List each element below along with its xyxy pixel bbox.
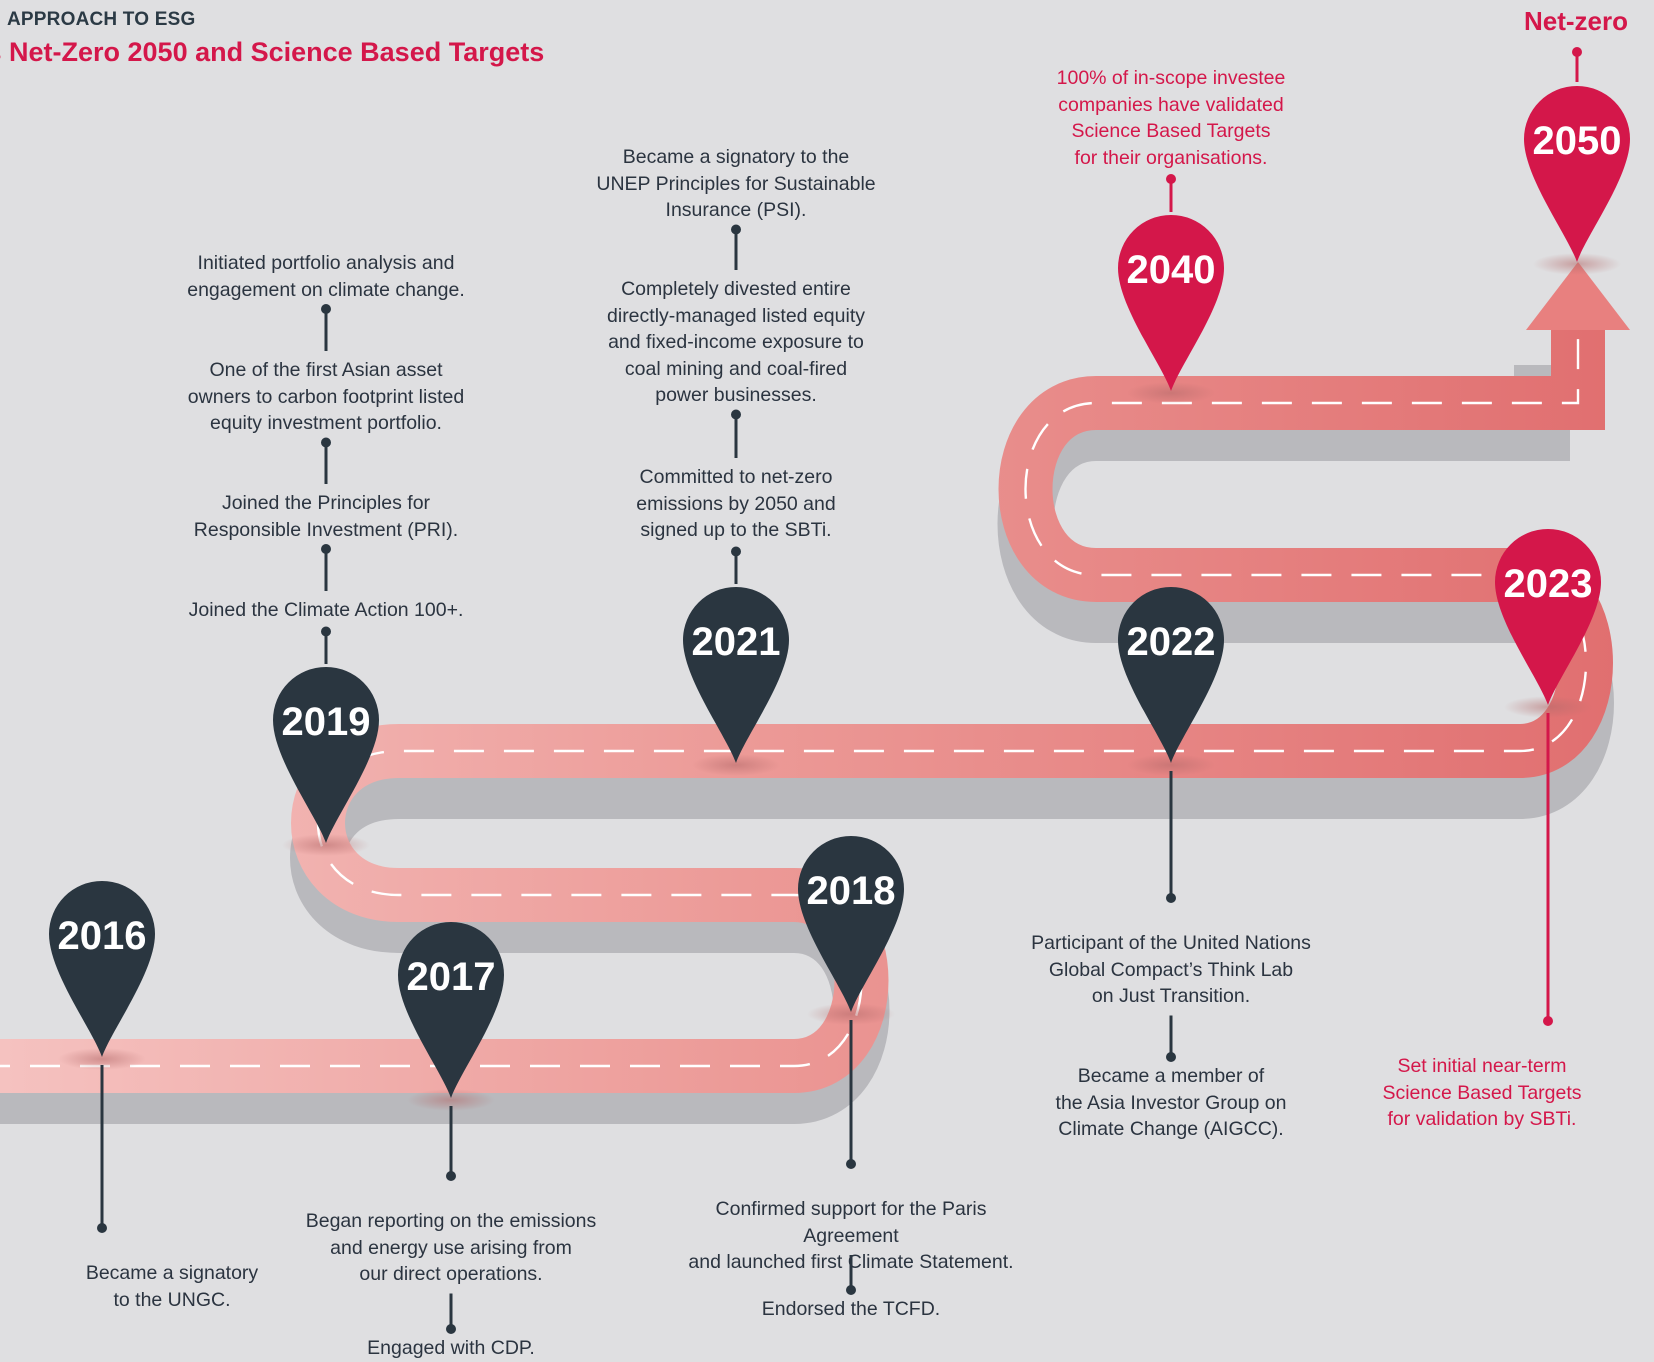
milestone-note-2023: Set initial near-term Science Based Targ… [1382,1055,1582,1130]
pin-2018 [798,836,904,1012]
milestone-note-2017: Began reporting on the emissions and ene… [305,1210,597,1285]
pin-2016 [49,881,155,1057]
milestone-note-2040: 100% of in-scope investee companies have… [1056,67,1286,169]
connector [321,544,331,591]
milestone-note-2021: Committed to net-zero emissions by 2050 … [636,466,836,541]
pin-shadow [58,1048,146,1070]
section-label: APPROACH TO ESG [7,9,196,30]
pin-year-2050: 2050 [1533,119,1622,163]
connector [731,546,741,584]
milestone-note-2019: Joined the Principles for Responsible In… [193,492,459,541]
pin-year-2019: 2019 [282,700,371,744]
milestone-note-2022: Participant of the United Nations Global… [1031,932,1311,1007]
milestone-note-2017: Engaged with CDP. [367,1337,535,1359]
page-title: ’s Net-Zero 2050 and Science Based Targe… [0,37,545,67]
connector [321,437,331,484]
pin-year-2016: 2016 [58,914,147,958]
connector [846,1255,856,1295]
pin-shadow [692,754,780,776]
connector [321,626,331,664]
pin-2022 [1118,587,1224,763]
pin-year-2022: 2022 [1127,620,1216,664]
connector [446,1106,456,1181]
pin-year-2040: 2040 [1127,248,1216,292]
pin-2019 [273,667,379,843]
connector [1572,47,1582,82]
connector [1166,1015,1176,1062]
connector [731,409,741,458]
milestone-note-2019: One of the first Asian asset owners to c… [187,359,465,434]
pin-shadow [282,834,370,856]
pin-2021 [683,587,789,763]
connector [846,1020,856,1169]
pin-year-2023: 2023 [1504,562,1593,606]
pin-shadow [1533,253,1621,275]
milestone-note-2018: Confirmed support for the Paris Agreemen… [688,1198,1014,1273]
milestone-note-2019: Initiated portfolio analysis and engagem… [187,252,465,301]
milestone-note-2018: Endorsed the TCFD. [761,1298,941,1320]
net-zero-label: Net-zero [1523,6,1628,36]
milestone-note-2019: Joined the Climate Action 100+. [188,599,464,621]
pin-year-2017: 2017 [407,955,496,999]
pin-year-2021: 2021 [692,620,781,664]
pin-shadow [407,1089,495,1111]
pin-shadow [1127,382,1215,404]
connector [1166,174,1176,212]
connector [1543,713,1553,1026]
milestone-note-2016: Became a signatory to the UNGC. [85,1262,259,1311]
pin-shadow [1127,754,1215,776]
pin-2017 [398,921,505,1098]
connector [446,1293,456,1334]
pin-2050 [1524,86,1630,262]
milestone-note-2021: Became a signatory to the UNEP Principle… [596,146,876,221]
pin-shadow [807,1003,895,1025]
pin-shadow [1504,696,1592,718]
connector [97,1065,107,1233]
road-arrowhead [1526,262,1630,330]
milestone-note-2022: Became a member of the Asia Investor Gro… [1055,1065,1287,1140]
connector [731,224,741,270]
milestone-pins: 2016 2017 2018 2019 2021 2022 2023 2040 2050 [49,47,1630,1334]
pin-2023 [1495,529,1601,705]
connector [1166,771,1176,903]
milestone-note-2021: Completely divested entire directly-mana… [607,278,865,406]
road-centerline [0,320,1588,1068]
pin-2040 [1118,215,1224,391]
pin-year-2018: 2018 [807,869,896,913]
connector [321,304,331,351]
